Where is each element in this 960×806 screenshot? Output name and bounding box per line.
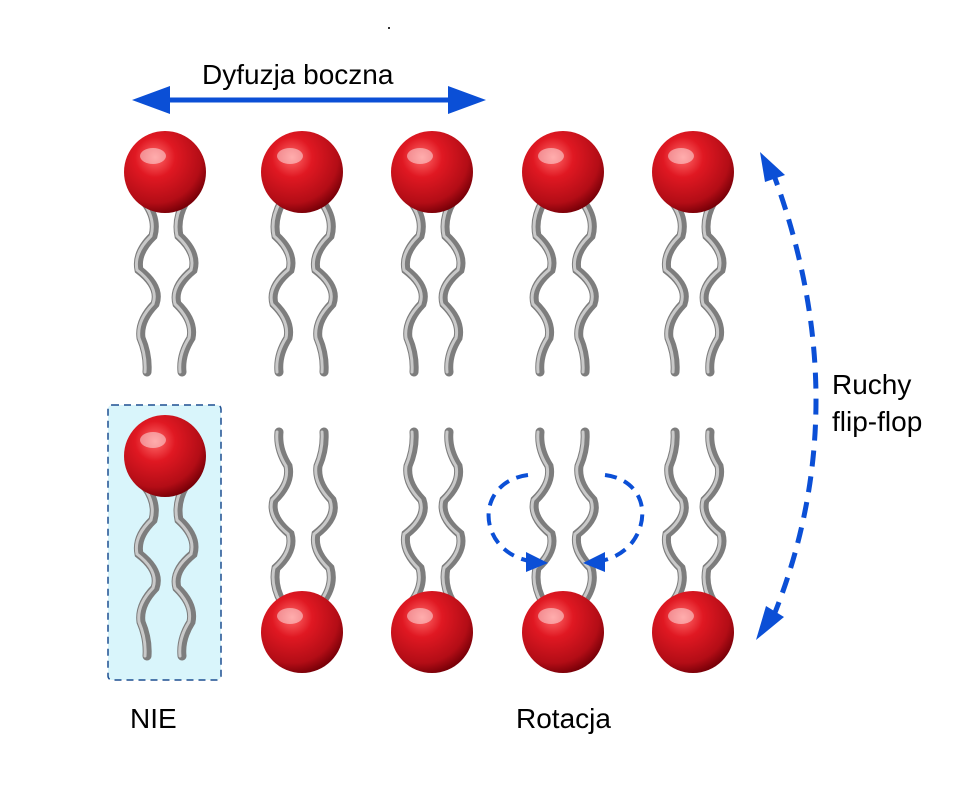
lipid-layer [124,131,734,673]
lipid-head [261,591,343,673]
upper-lipid [261,131,343,377]
lateral-diffusion-label: Dyfuzja boczna [202,59,394,90]
flip-flop-label: Ruchy flip-flop [832,366,922,440]
lipid-head [124,415,206,497]
lower-lipid [652,427,734,673]
upper-lipid [652,131,734,377]
flip-flop-label-line1: Ruchy [832,369,912,400]
lateral-diffusion-arrow [132,86,486,114]
flip-flop-arrow [756,152,819,640]
rotation-arrows [486,473,645,572]
flipped-lipid [124,415,206,661]
lipid-head [391,131,473,213]
flip-flop-label-line2: flip-flop [832,406,923,437]
rotation-label: Rotacja [516,703,611,734]
lipid-head [652,591,734,673]
stray-dot [388,27,390,29]
lower-lipid [261,427,343,673]
upper-lipid [522,131,604,377]
no-movement-label: NIE [130,703,177,734]
lower-lipid [391,427,473,673]
lipid-head [522,591,604,673]
lipid-head [124,131,206,213]
upper-lipid [124,131,206,377]
lipid-head [522,131,604,213]
lipid-head [652,131,734,213]
lower-lipid [522,427,604,673]
lipid-head [391,591,473,673]
lipid-head [261,131,343,213]
upper-lipid [391,131,473,377]
